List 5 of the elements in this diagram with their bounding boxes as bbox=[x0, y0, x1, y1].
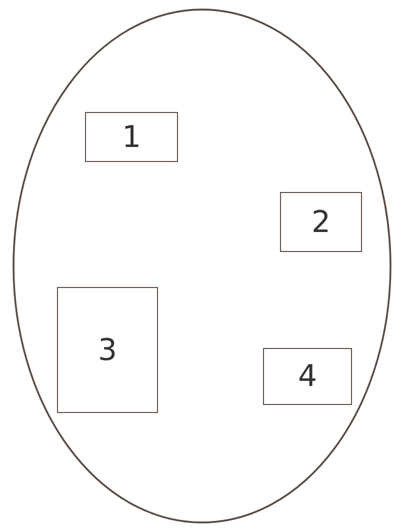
numbered-box: 4 bbox=[263, 348, 352, 405]
numbered-box: 2 bbox=[280, 192, 362, 252]
oval-outline bbox=[12, 8, 392, 524]
numbered-box: 3 bbox=[57, 287, 158, 413]
numbered-box: 1 bbox=[85, 112, 178, 162]
